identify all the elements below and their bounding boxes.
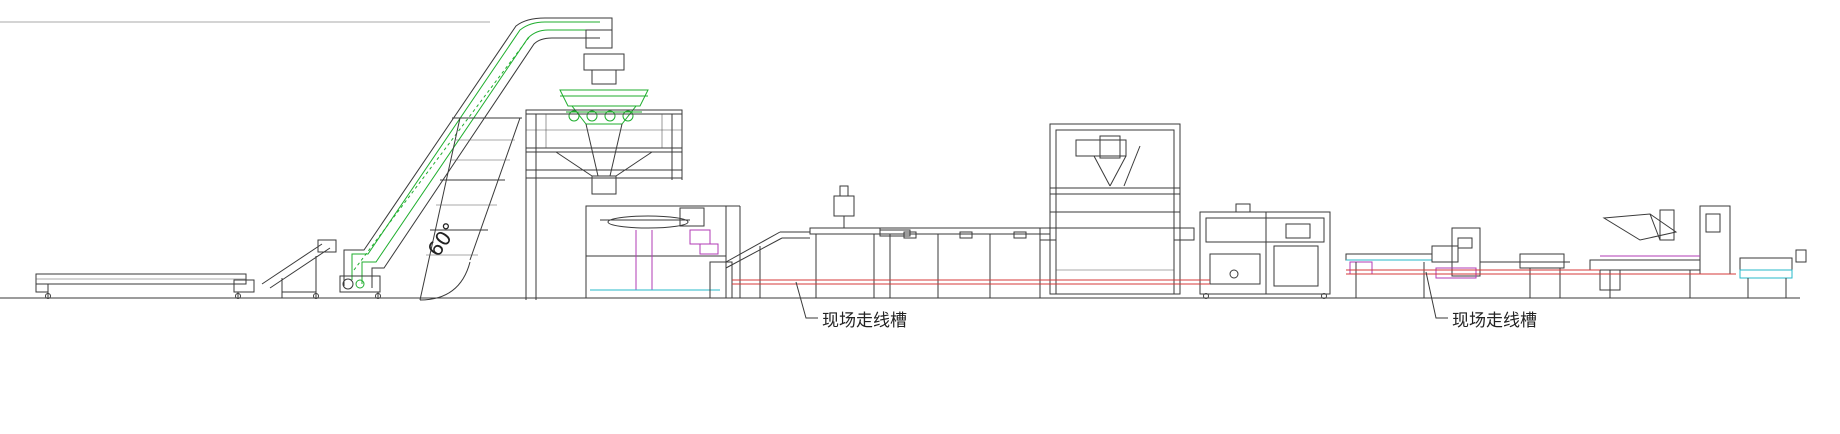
- feed-conveyor: [35, 273, 255, 299]
- callout-trench-right: 现场走线槽: [1425, 271, 1537, 331]
- transfer-conveyor: [879, 227, 1051, 298]
- angle-label: 60°: [422, 218, 462, 261]
- case-packer: [1199, 203, 1331, 299]
- palletizer: [1589, 205, 1807, 298]
- packing-machine: [585, 205, 741, 299]
- robot-gantry: [1039, 123, 1195, 295]
- bucket-elevator: [339, 17, 613, 301]
- multihead-weigher-platform: [525, 53, 683, 300]
- case-conveyor: [1345, 227, 1570, 298]
- exit-incline-conveyor: [709, 231, 810, 299]
- callout-trench-right-label: 现场走线槽: [1452, 311, 1537, 331]
- callout-trench-left: 现场走线槽: [795, 281, 907, 331]
- incline-conveyor: [261, 239, 337, 299]
- callout-trench-left-label: 现场走线槽: [822, 311, 907, 331]
- check-weigher: [809, 185, 911, 298]
- wiring-trench: [732, 269, 1736, 285]
